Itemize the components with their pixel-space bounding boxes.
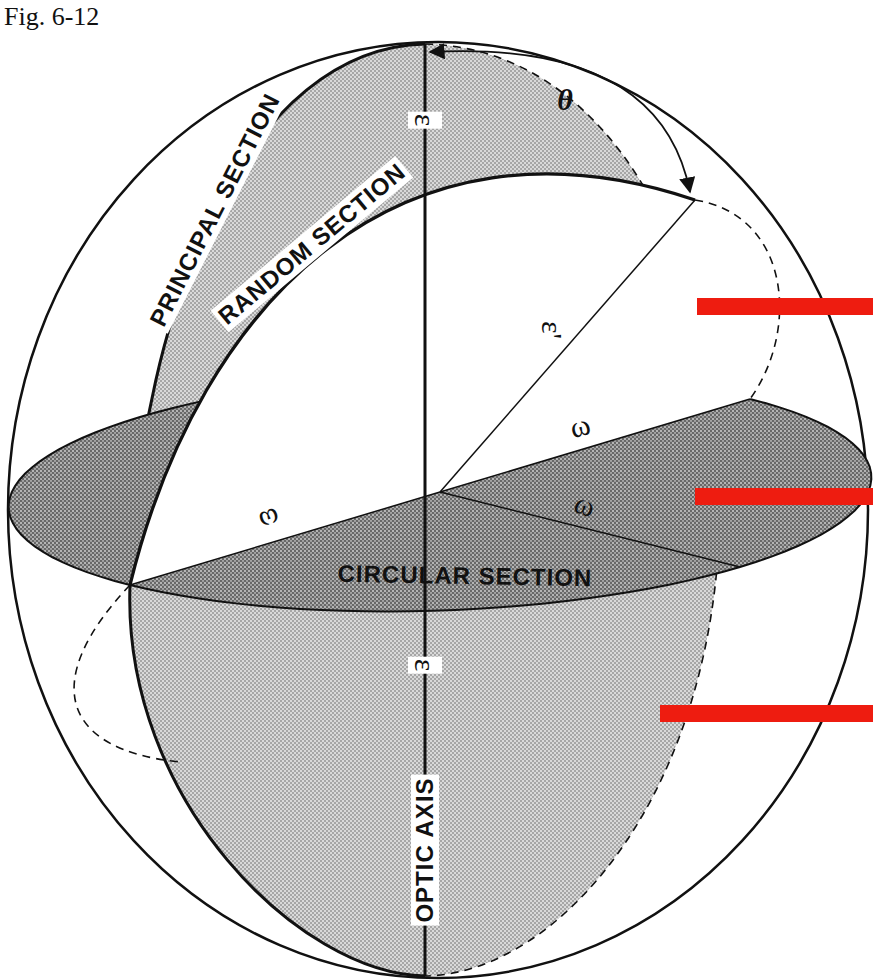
- random-section-lower-edge: [74, 585, 180, 762]
- red-bar: [697, 298, 873, 315]
- random-section-fill: [130, 174, 780, 585]
- axis-symbol: ω: [566, 407, 594, 445]
- axis-label: OPTIC AXIS: [411, 774, 439, 925]
- axis-symbol: ε: [408, 657, 442, 674]
- axis-symbol: ω: [570, 486, 600, 525]
- figure-number: Fig. 6-12: [4, 2, 99, 32]
- axis-symbol: ω: [255, 501, 285, 540]
- axis-symbol: ε: [408, 112, 442, 129]
- theta-arc: [430, 51, 690, 192]
- axis-symbol: ε': [535, 321, 569, 339]
- red-bar: [695, 488, 873, 505]
- omega-axis: [440, 399, 750, 492]
- red-bar: [660, 705, 873, 722]
- epsilon-prime-axis: [440, 200, 695, 492]
- section-label: CIRCULAR SECTION: [334, 560, 595, 593]
- angle-symbol: θ: [557, 83, 573, 117]
